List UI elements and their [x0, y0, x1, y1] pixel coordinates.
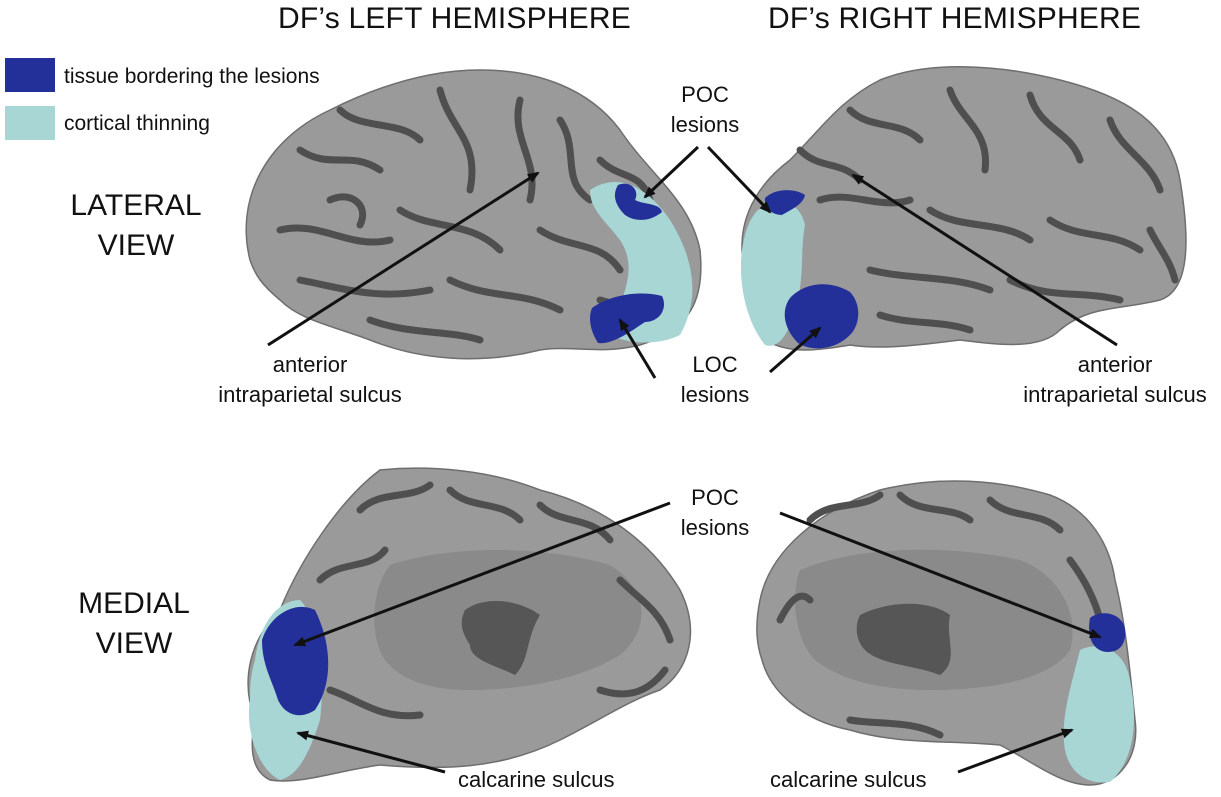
right-lateral-sulci: [796, 86, 1179, 334]
aips-left-label: anterior intraparietal sulcus: [205, 350, 415, 410]
left-medial-poc-lesion: [262, 606, 329, 716]
lateral-view-line-1: LATERAL: [70, 189, 202, 222]
poc-top-line-1: POC: [681, 82, 729, 107]
right-hemisphere-header: DF’s RIGHT HEMISPHERE: [768, 2, 1142, 35]
poc-lesions-top-label: POC lesions: [655, 80, 755, 140]
right-medial-brain: [756, 480, 1137, 786]
arrow-loc-right: [769, 326, 822, 374]
right-lateral-brain: [740, 66, 1187, 351]
calcarine-left-label: calcarine sulcus: [458, 767, 615, 792]
arrow-poc-top-left: [643, 145, 700, 199]
loc-line-2: lesions: [680, 382, 750, 407]
left-medial-brain: [247, 467, 692, 782]
arrow-calcarine-left: [296, 730, 446, 774]
medial-view-line-1: MEDIAL: [78, 587, 190, 620]
loc-lesions-label: LOC lesions: [665, 350, 765, 410]
left-medial-sulci: [316, 481, 674, 720]
arrow-poc-top-right: [706, 145, 772, 214]
arrow-aips-left: [267, 171, 540, 347]
medial-view-line-2: VIEW: [95, 627, 173, 660]
poc-top-line-2: lesions: [670, 112, 740, 137]
left-lateral-thinning: [590, 181, 693, 343]
legend-label-thinning: cortical thinning: [64, 112, 210, 135]
right-medial-thinning: [1063, 646, 1134, 783]
arrow-aips-right: [851, 173, 1118, 347]
lateral-view-line-2: VIEW: [97, 229, 175, 262]
calcarine-right-label: calcarine sulcus: [770, 767, 927, 792]
right-lateral-cortex: [741, 66, 1187, 351]
poc-bottom-line-1: POC: [691, 485, 739, 510]
poc-bottom-line-2: lesions: [680, 515, 750, 540]
aips-right-line-1: anterior: [1077, 352, 1153, 377]
left-hemisphere-header: DF’s LEFT HEMISPHERE: [278, 2, 631, 35]
legend-swatch-thinning: [5, 106, 55, 140]
aips-right-label: anterior intraparietal sulcus: [1010, 350, 1220, 410]
poc-lesions-bottom-label: POC lesions: [665, 483, 765, 543]
aips-left-line-2: intraparietal sulcus: [218, 382, 402, 407]
lateral-view-label: LATERAL VIEW: [56, 186, 216, 266]
right-medial-poc-lesion: [1089, 613, 1126, 652]
left-lateral-poc-lesion: [614, 183, 662, 220]
arrow-poc-bottom-left: [293, 501, 671, 647]
medial-view-label: MEDIAL VIEW: [54, 584, 214, 664]
arrow-calcarine-right: [957, 728, 1074, 774]
legend-label-lesion-border: tissue bordering the lesions: [64, 65, 320, 88]
legend-swatch-lesion-border: [5, 58, 55, 92]
arrow-poc-bottom-right: [779, 511, 1102, 639]
aips-left-line-1: anterior: [272, 352, 348, 377]
right-lateral-poc-lesion: [764, 190, 805, 215]
right-medial-callosum: [856, 603, 951, 675]
aips-right-line-2: intraparietal sulcus: [1023, 382, 1207, 407]
loc-line-1: LOC: [692, 352, 738, 377]
right-lateral-loc-lesion: [784, 284, 859, 349]
arrow-loc-left: [618, 318, 657, 379]
annotation-arrows: [267, 145, 1118, 774]
left-medial-callosum: [461, 600, 540, 675]
